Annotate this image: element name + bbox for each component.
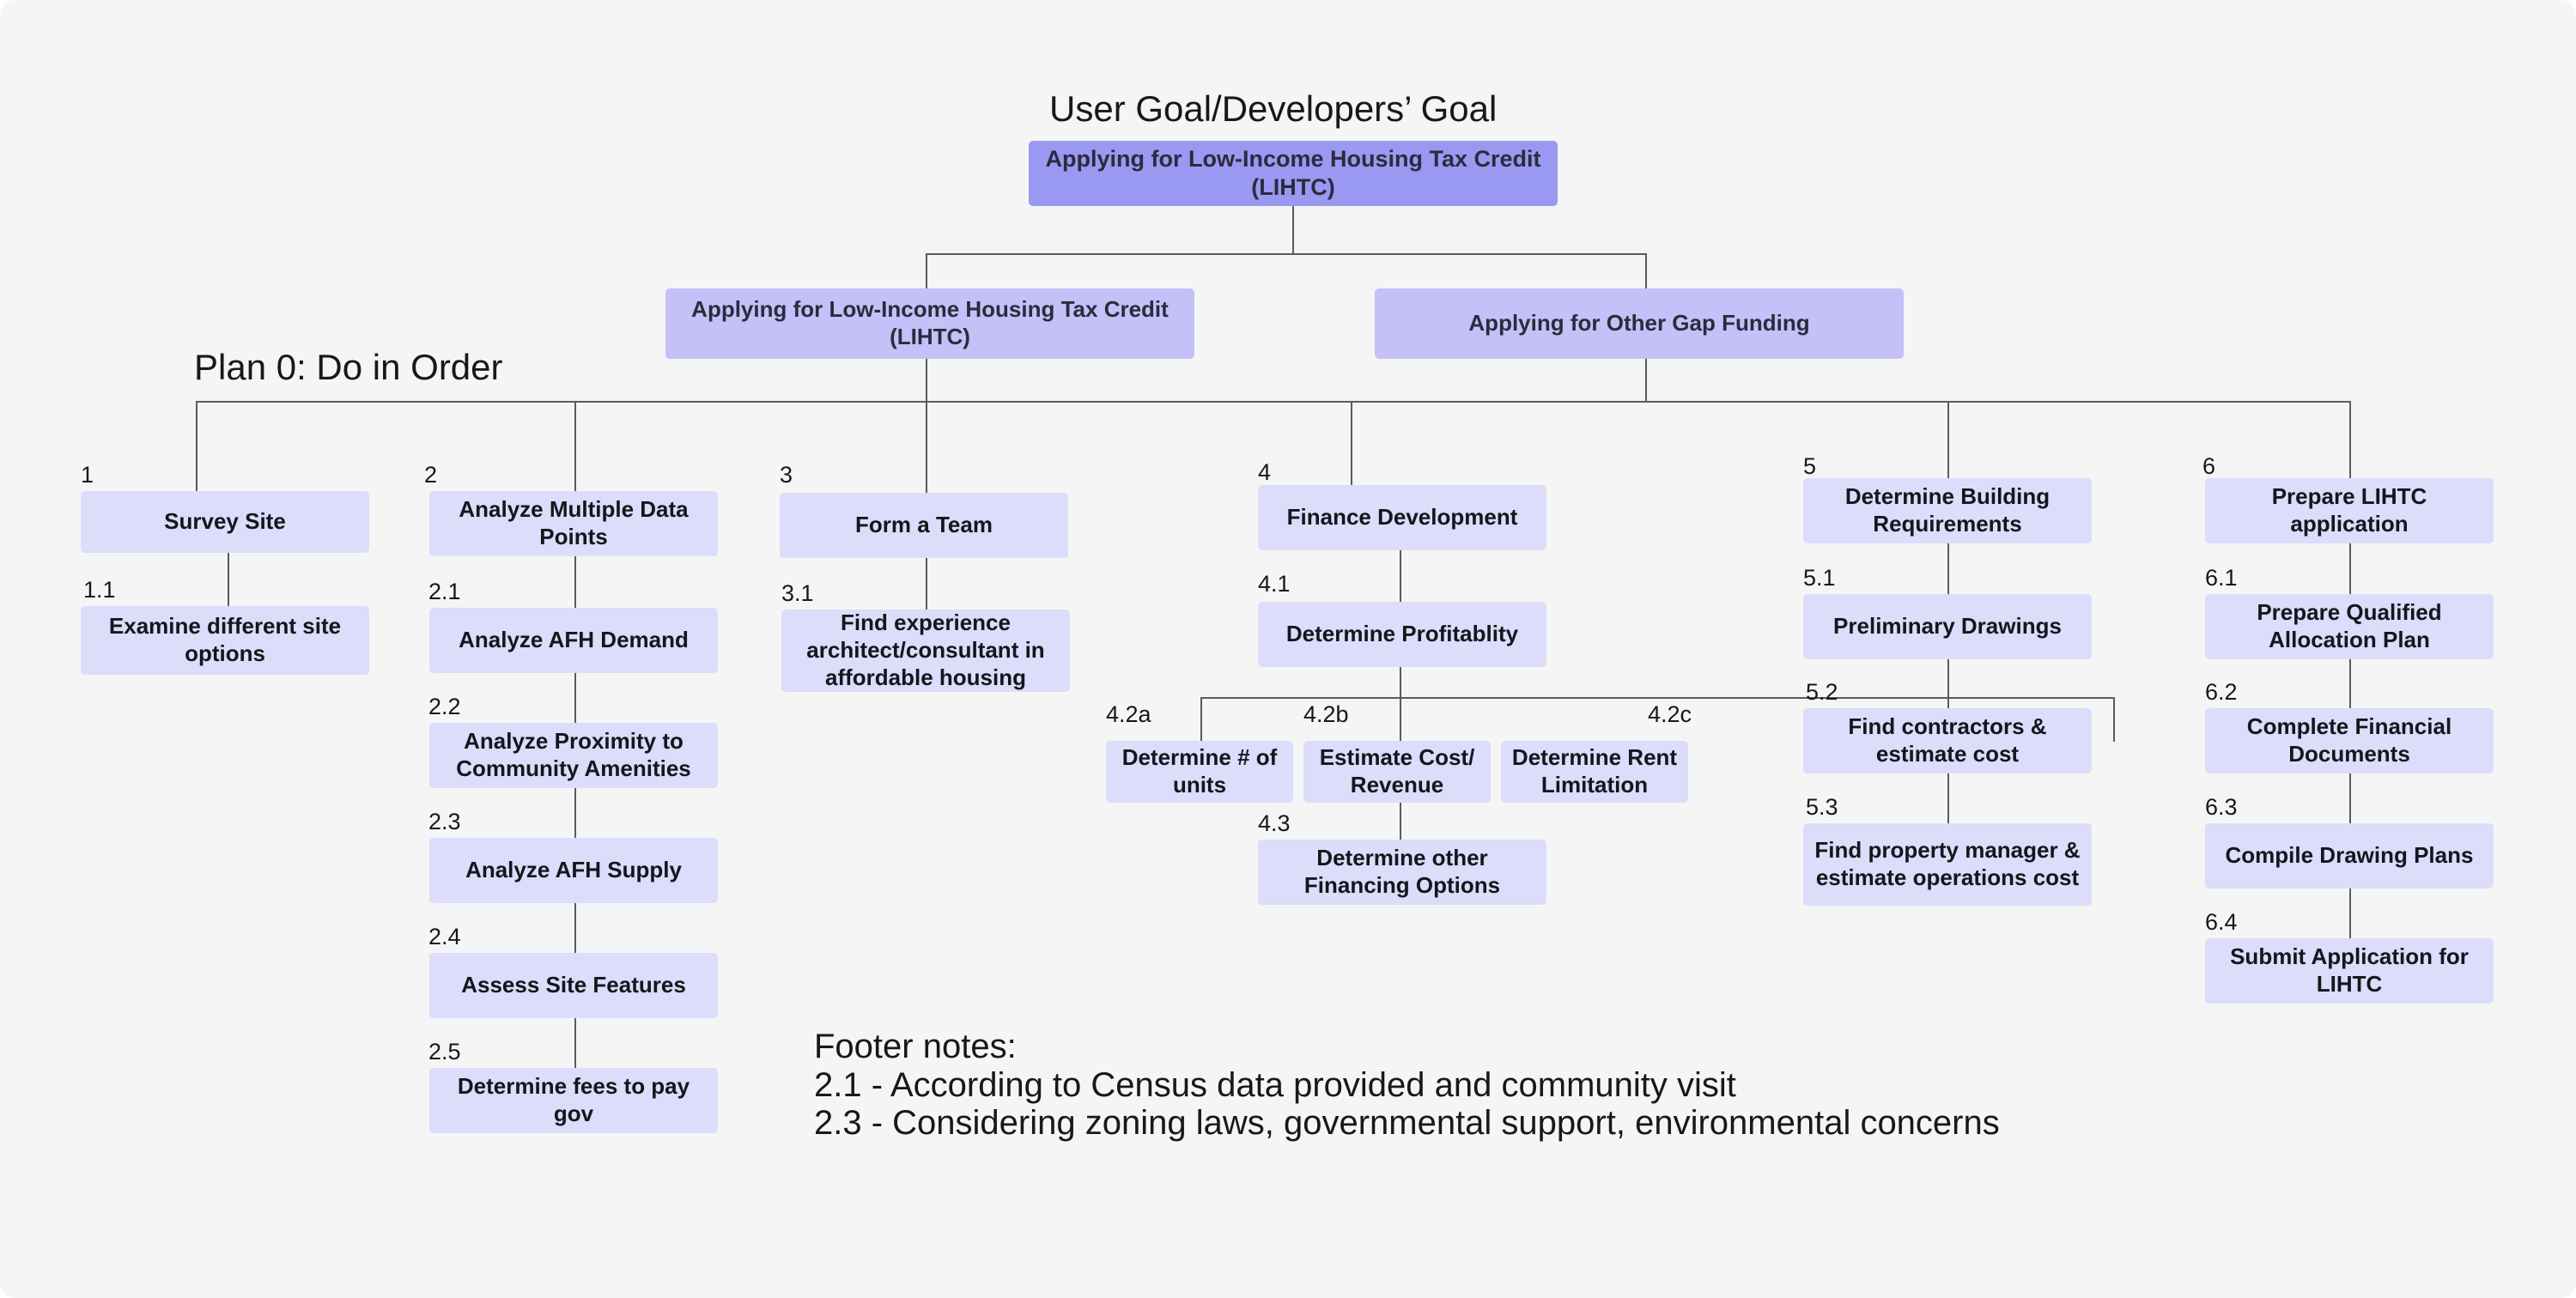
number-label-1-1: 1.1	[83, 577, 116, 603]
task-node-1[interactable]: Survey Site	[81, 491, 369, 553]
number-label-4-2b: 4.2b	[1303, 701, 1349, 727]
connector-col5-drop	[1947, 401, 1949, 478]
task-node-6-4[interactable]: Submit Application for LIHTC	[2205, 938, 2494, 1004]
level1-node-lihtc[interactable]: Applying for Low-Income Housing Tax Cred…	[665, 288, 1194, 359]
connector-2-1-to-2-2	[574, 673, 576, 726]
number-label-3-1: 3.1	[781, 580, 814, 606]
task-node-2-5[interactable]: Determine fees to pay gov	[429, 1068, 718, 1133]
task-node-4-2b[interactable]: Estimate Cost/ Revenue	[1303, 741, 1491, 803]
task-node-2-2[interactable]: Analyze Proximity to Community Amenities	[429, 723, 718, 788]
number-label-5: 5	[1803, 453, 1817, 479]
plan-label: Plan 0: Do in Order	[194, 347, 503, 387]
connector-5-2-to-5-3	[1947, 773, 1949, 827]
task-node-6-1[interactable]: Prepare Qualified Allocation Plan	[2205, 594, 2494, 659]
task-node-1-1[interactable]: Examine different site options	[81, 606, 369, 675]
number-label-4: 4	[1258, 459, 1272, 485]
task-node-6-3[interactable]: Compile Drawing Plans	[2205, 823, 2494, 889]
task-node-4-1[interactable]: Determine Profitablity	[1258, 602, 1546, 667]
number-label-5-3: 5.3	[1806, 794, 1838, 820]
number-label-6-2: 6.2	[2205, 679, 2238, 705]
number-label-2-5: 2.5	[428, 1039, 461, 1064]
number-label-2-4: 2.4	[428, 924, 461, 949]
connector-main-bus	[196, 401, 2351, 403]
number-label-3: 3	[780, 462, 793, 488]
connector-4-2b-to-4-3	[1400, 803, 1401, 856]
connector-4-2-bus	[1200, 697, 2115, 699]
number-label-2-1: 2.1	[428, 579, 461, 604]
number-label-1: 1	[81, 462, 94, 488]
number-label-5-2: 5.2	[1806, 679, 1838, 705]
connector-4-2a-drop	[1200, 697, 1202, 742]
task-node-3-1[interactable]: Find experience architect/consultant in …	[781, 610, 1070, 692]
number-label-2-2: 2.2	[428, 694, 461, 719]
connector-2-3-to-2-4	[574, 903, 576, 956]
number-label-6-4: 6.4	[2205, 909, 2238, 935]
connector-col3-drop	[926, 401, 927, 493]
number-label-4-2a: 4.2a	[1106, 701, 1151, 727]
task-node-5-1[interactable]: Preliminary Drawings	[1803, 594, 2092, 659]
number-label-2: 2	[424, 462, 438, 488]
connector-root-stem	[1292, 206, 1294, 254]
number-label-2-3: 2.3	[428, 809, 461, 834]
connector-4-2b-drop	[1400, 697, 1401, 742]
number-label-4-1: 4.1	[1258, 571, 1291, 597]
connector-2-4-to-2-5	[574, 1018, 576, 1071]
footer-note-2-1: 2.1 - According to Census data provided …	[814, 1066, 1736, 1104]
footer-note-2-3: 2.3 - Considering zoning laws, governmen…	[814, 1104, 2000, 1142]
connector-6-2-to-6-3	[2349, 773, 2351, 827]
task-node-2-3[interactable]: Analyze AFH Supply	[429, 838, 718, 903]
connector-4-2c-drop	[2113, 697, 2115, 742]
task-node-6-2[interactable]: Complete Financial Documents	[2205, 708, 2494, 773]
task-node-2-1[interactable]: Analyze AFH Demand	[429, 608, 718, 673]
task-node-2[interactable]: Analyze Multiple Data Points	[429, 491, 718, 556]
number-label-6: 6	[2202, 453, 2216, 479]
connector-col1-drop	[196, 401, 197, 491]
connector-2-to-2-1	[574, 556, 576, 610]
task-node-4[interactable]: Finance Development	[1258, 485, 1546, 550]
page-title: User Goal/Developers’ Goal	[1049, 88, 1498, 129]
connector-col4-drop	[1351, 401, 1352, 485]
task-node-4-3[interactable]: Determine other Financing Options	[1258, 840, 1546, 905]
root-node[interactable]: Applying for Low-Income Housing Tax Cred…	[1029, 141, 1558, 206]
connector-5-1-to-5-2	[1947, 659, 1949, 713]
number-label-5-1: 5.1	[1803, 565, 1836, 591]
task-node-5-2[interactable]: Find contractors & estimate cost	[1803, 708, 2092, 773]
connector-1-to-1-1	[228, 553, 229, 606]
task-node-4-2a[interactable]: Determine # of units	[1106, 741, 1293, 803]
number-label-6-3: 6.3	[2205, 794, 2238, 820]
number-label-4-2c: 4.2c	[1648, 701, 1692, 727]
number-label-4-3: 4.3	[1258, 810, 1291, 836]
level1-node-gap-funding[interactable]: Applying for Other Gap Funding	[1375, 288, 1904, 359]
connector-5-to-5-1	[1947, 543, 1949, 597]
connector-col6-drop	[2349, 401, 2351, 478]
connector-lihtc-stem	[926, 359, 927, 401]
connector-6-3-to-6-4	[2349, 889, 2351, 942]
connector-level1-drop-left	[926, 253, 927, 288]
task-node-6[interactable]: Prepare LIHTC application	[2205, 478, 2494, 543]
task-node-2-4[interactable]: Assess Site Features	[429, 953, 718, 1018]
connector-4-to-4-1	[1400, 550, 1401, 602]
task-node-5[interactable]: Determine Building Requirements	[1803, 478, 2092, 543]
number-label-6-1: 6.1	[2205, 565, 2238, 591]
connector-3-to-3-1	[926, 558, 927, 611]
connector-6-1-to-6-2	[2349, 659, 2351, 713]
connector-4-1-stem	[1400, 667, 1401, 698]
connector-6-to-6-1	[2349, 543, 2351, 597]
footer-notes-heading: Footer notes:	[814, 1028, 1017, 1065]
connector-level1-drop-right	[1645, 253, 1647, 288]
task-node-3[interactable]: Form a Team	[780, 493, 1068, 558]
connector-2-2-to-2-3	[574, 788, 576, 841]
task-node-4-2c[interactable]: Determine Rent Limitation	[1501, 741, 1688, 803]
task-node-5-3[interactable]: Find property manager & estimate operati…	[1803, 823, 2092, 906]
connector-level1-bus	[926, 253, 1647, 255]
connector-gap-stem	[1645, 359, 1647, 401]
connector-col2-drop	[574, 401, 576, 491]
